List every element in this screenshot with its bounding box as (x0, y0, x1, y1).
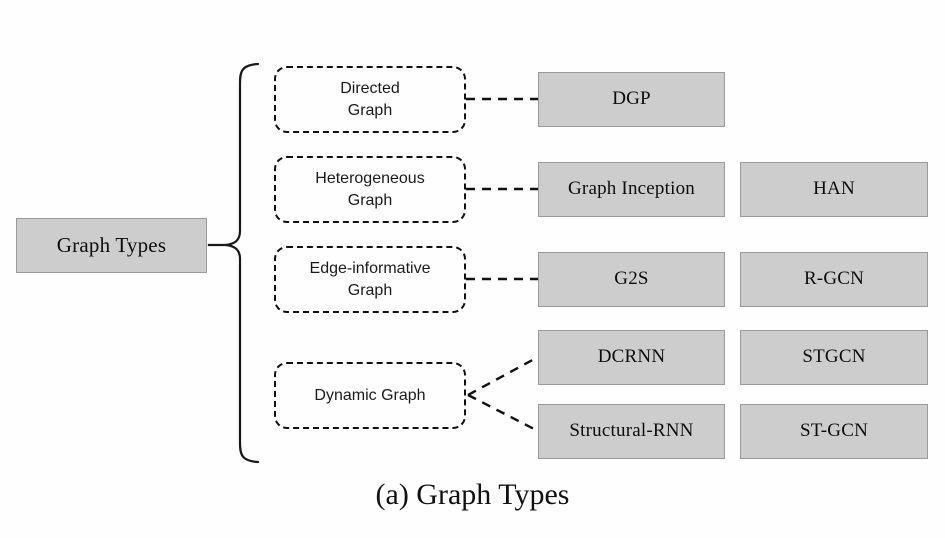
category-box-dynamic-graph[interactable]: Dynamic Graph (274, 362, 466, 429)
model-box-han[interactable]: HAN (740, 162, 928, 217)
model-box-structural-rnn[interactable]: Structural-RNN (538, 404, 725, 459)
model-box-st-gcn[interactable]: ST-GCN (740, 404, 928, 459)
model-label-dcrnn: DCRNN (597, 346, 666, 368)
link-dynamic-to-dcrnn (467, 355, 539, 397)
category-line-2: Graph (347, 101, 393, 119)
root-node-graph-types[interactable]: Graph Types (16, 218, 207, 273)
root-node-label: Graph Types (56, 232, 167, 257)
category-label-dynamic-graph: Dynamic Graph (314, 386, 426, 404)
figure-caption: (a) Graph Types (375, 478, 570, 511)
category-line-1: Edge-informative (309, 259, 431, 277)
model-label-st-gcn: ST-GCN (799, 420, 869, 442)
model-label-structural-rnn: Structural-RNN (569, 420, 694, 442)
link-dynamic-to-structural-rnn (467, 393, 539, 433)
model-label-graph-inception: Graph Inception (568, 178, 695, 200)
model-box-dcrnn[interactable]: DCRNN (538, 330, 725, 385)
model-box-graph-inception[interactable]: Graph Inception (538, 162, 725, 217)
model-box-g2s[interactable]: G2S (538, 252, 725, 307)
model-box-r-gcn[interactable]: R-GCN (740, 252, 928, 307)
category-line-1: Heterogeneous (315, 169, 425, 187)
category-label-directed-graph: Directed Graph (340, 78, 400, 121)
model-label-r-gcn: R-GCN (803, 268, 865, 290)
model-label-g2s: G2S (614, 268, 649, 290)
category-box-edge-informative-graph[interactable]: Edge-informative Graph (274, 246, 466, 313)
model-label-stgcn: STGCN (802, 346, 866, 368)
model-label-dgp: DGP (612, 88, 651, 110)
category-line-1: Directed (340, 79, 400, 97)
category-label-heterogeneous-graph: Heterogeneous Graph (315, 168, 424, 211)
brace-connector (225, 62, 260, 464)
category-line-2: Graph (347, 281, 393, 299)
model-box-stgcn[interactable]: STGCN (740, 330, 928, 385)
category-label-edge-informative-graph: Edge-informative Graph (310, 258, 431, 301)
model-box-dgp[interactable]: DGP (538, 72, 725, 127)
category-box-heterogeneous-graph[interactable]: Heterogeneous Graph (274, 156, 466, 223)
model-label-han: HAN (813, 178, 855, 200)
category-line-2: Graph (347, 191, 393, 209)
category-box-directed-graph[interactable]: Directed Graph (274, 66, 466, 133)
